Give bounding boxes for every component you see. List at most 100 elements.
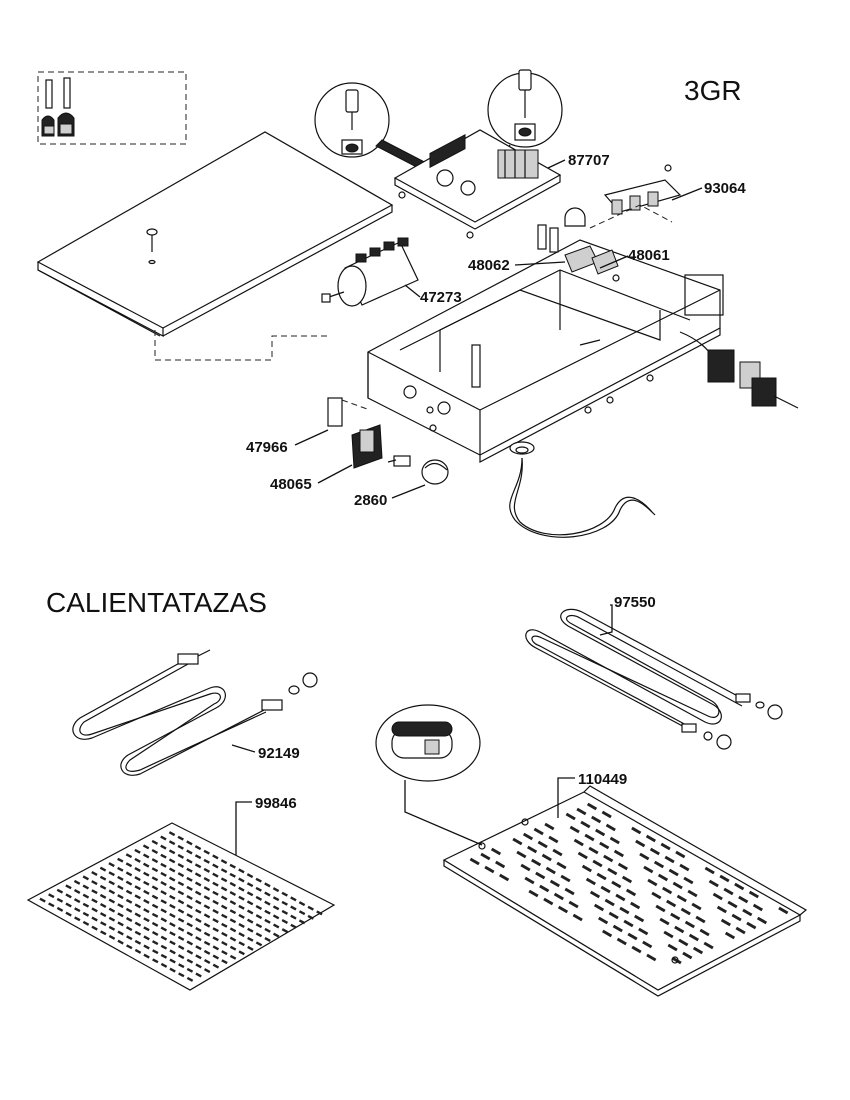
grid-slot xyxy=(125,853,133,859)
grid-slot xyxy=(264,882,271,888)
plate-slot xyxy=(643,865,654,874)
grid-slot xyxy=(142,853,150,859)
grid-slot xyxy=(229,927,237,933)
grid-slot xyxy=(108,898,116,904)
plate-slot xyxy=(651,891,662,900)
plate-slot xyxy=(752,903,763,912)
grid-slot xyxy=(151,849,159,854)
grid-slot xyxy=(74,916,81,922)
plate-slot xyxy=(621,875,633,884)
grid-slot xyxy=(264,909,271,915)
plate-slot xyxy=(675,850,686,859)
grid-slot xyxy=(255,905,263,910)
grid-slot xyxy=(65,884,72,890)
plate-slot xyxy=(735,926,746,935)
label-clamp-b: 48061 xyxy=(628,247,670,264)
grid-slot xyxy=(99,884,107,890)
grid-slot xyxy=(212,945,220,951)
grid-slot xyxy=(195,899,202,905)
plate-slot xyxy=(716,905,727,914)
plate-slot xyxy=(662,886,673,895)
grid-slot xyxy=(65,902,72,908)
indicator-light xyxy=(327,397,371,427)
grid-slot xyxy=(177,863,185,868)
plate-slot xyxy=(676,894,687,903)
plate-slot xyxy=(601,810,612,819)
grid-slot xyxy=(307,905,314,911)
grid-slot xyxy=(108,934,116,940)
plate-slot xyxy=(537,840,548,849)
plate-slot xyxy=(734,882,745,891)
plate-slot xyxy=(580,820,591,829)
grid-slot xyxy=(99,866,107,872)
plate-slot xyxy=(560,874,571,883)
grid-slot xyxy=(151,867,159,873)
grid-slot xyxy=(169,894,176,900)
grid-slot xyxy=(238,895,245,901)
grid-slot xyxy=(177,835,184,841)
grid-slot xyxy=(220,859,228,865)
grid-slot xyxy=(247,936,254,942)
grid-slot xyxy=(160,853,167,859)
grid-slot xyxy=(212,918,219,924)
plate-slot xyxy=(678,938,689,947)
cup-warmer-title: CALIENTATAZAS xyxy=(46,587,267,618)
grid-slot xyxy=(143,880,150,886)
grid-slot xyxy=(143,889,150,895)
plate-slot xyxy=(586,802,598,811)
plate-slot xyxy=(682,951,693,960)
plate-slot xyxy=(528,889,539,898)
screws xyxy=(426,164,672,432)
grid-slot xyxy=(160,844,167,850)
grid-slot xyxy=(160,953,168,959)
grid-slot xyxy=(186,867,193,873)
plate-slot xyxy=(719,874,730,883)
grid-slot xyxy=(221,959,228,965)
grid-slot xyxy=(194,881,202,887)
heating-element-left xyxy=(72,649,318,776)
grid-slot xyxy=(134,948,142,954)
grid-slot xyxy=(255,895,263,901)
grid-slot xyxy=(203,867,211,873)
grid-slot xyxy=(186,913,193,919)
plate-slot xyxy=(695,915,706,924)
grid-slot xyxy=(255,886,262,892)
plate-slot xyxy=(704,866,715,875)
leaders-top xyxy=(294,159,703,499)
grid-slot xyxy=(91,889,98,895)
grid-slot xyxy=(195,927,202,932)
grid-slot xyxy=(99,875,107,881)
plate-slot xyxy=(630,901,641,910)
plate-slot xyxy=(516,850,527,859)
grid-slot xyxy=(39,897,46,903)
plate-slot xyxy=(549,879,560,888)
grid-slot xyxy=(238,886,245,892)
label-cup-plate: 110449 xyxy=(578,771,627,788)
grid-slot xyxy=(117,885,124,890)
plate-slot xyxy=(639,852,650,861)
plate-slot xyxy=(584,833,595,842)
model-title: 3GR xyxy=(684,75,742,106)
plate-slot xyxy=(572,913,583,922)
label-terminal-block: 93064 xyxy=(704,180,746,197)
grid-slot xyxy=(91,907,98,913)
plate-slot xyxy=(635,839,646,848)
grid-slot xyxy=(221,913,228,919)
grid-slot xyxy=(143,926,150,932)
grid-slot xyxy=(108,925,116,931)
grid-slot xyxy=(229,936,237,942)
grid-slot xyxy=(186,949,194,955)
grid-slot xyxy=(82,893,90,899)
grid-slot xyxy=(99,903,107,908)
plate-slot xyxy=(557,905,569,914)
grid-slot xyxy=(195,936,202,942)
grid-slot xyxy=(238,913,245,919)
grid-slot xyxy=(125,898,133,904)
grid-slot xyxy=(281,891,288,897)
plate-slot xyxy=(625,888,637,897)
plate-slot xyxy=(552,848,563,857)
grid-slot xyxy=(290,896,297,902)
label-control-board: 87707 xyxy=(568,152,610,169)
grid-slot xyxy=(160,890,167,896)
